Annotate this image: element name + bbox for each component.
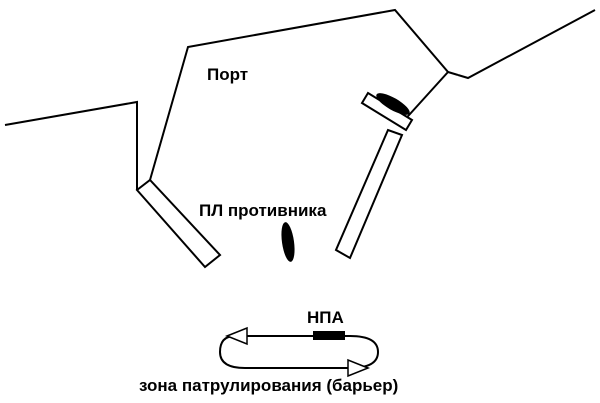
patrol-arrow-right — [347, 358, 371, 378]
right-breakwater — [334, 128, 404, 260]
left-breakwater — [135, 178, 222, 269]
patrol-zone-label: зона патрулирования (барьер) — [139, 376, 398, 395]
right-coastline-joint — [447, 71, 459, 76]
port-label: Порт — [207, 65, 248, 84]
right-coastline — [457, 9, 596, 80]
uuv-label: НПА — [307, 308, 344, 327]
enemy-submarine-label: ПЛ противника — [199, 201, 327, 220]
inner-jetty — [360, 91, 414, 132]
enemy-submarine-mark — [281, 222, 295, 262]
uuv-mark — [313, 331, 345, 340]
left-coastline — [4, 100, 138, 190]
patrol-arrow-left — [224, 326, 248, 346]
docked-vessel — [376, 93, 410, 115]
port-inner-boundary — [149, 8, 450, 181]
